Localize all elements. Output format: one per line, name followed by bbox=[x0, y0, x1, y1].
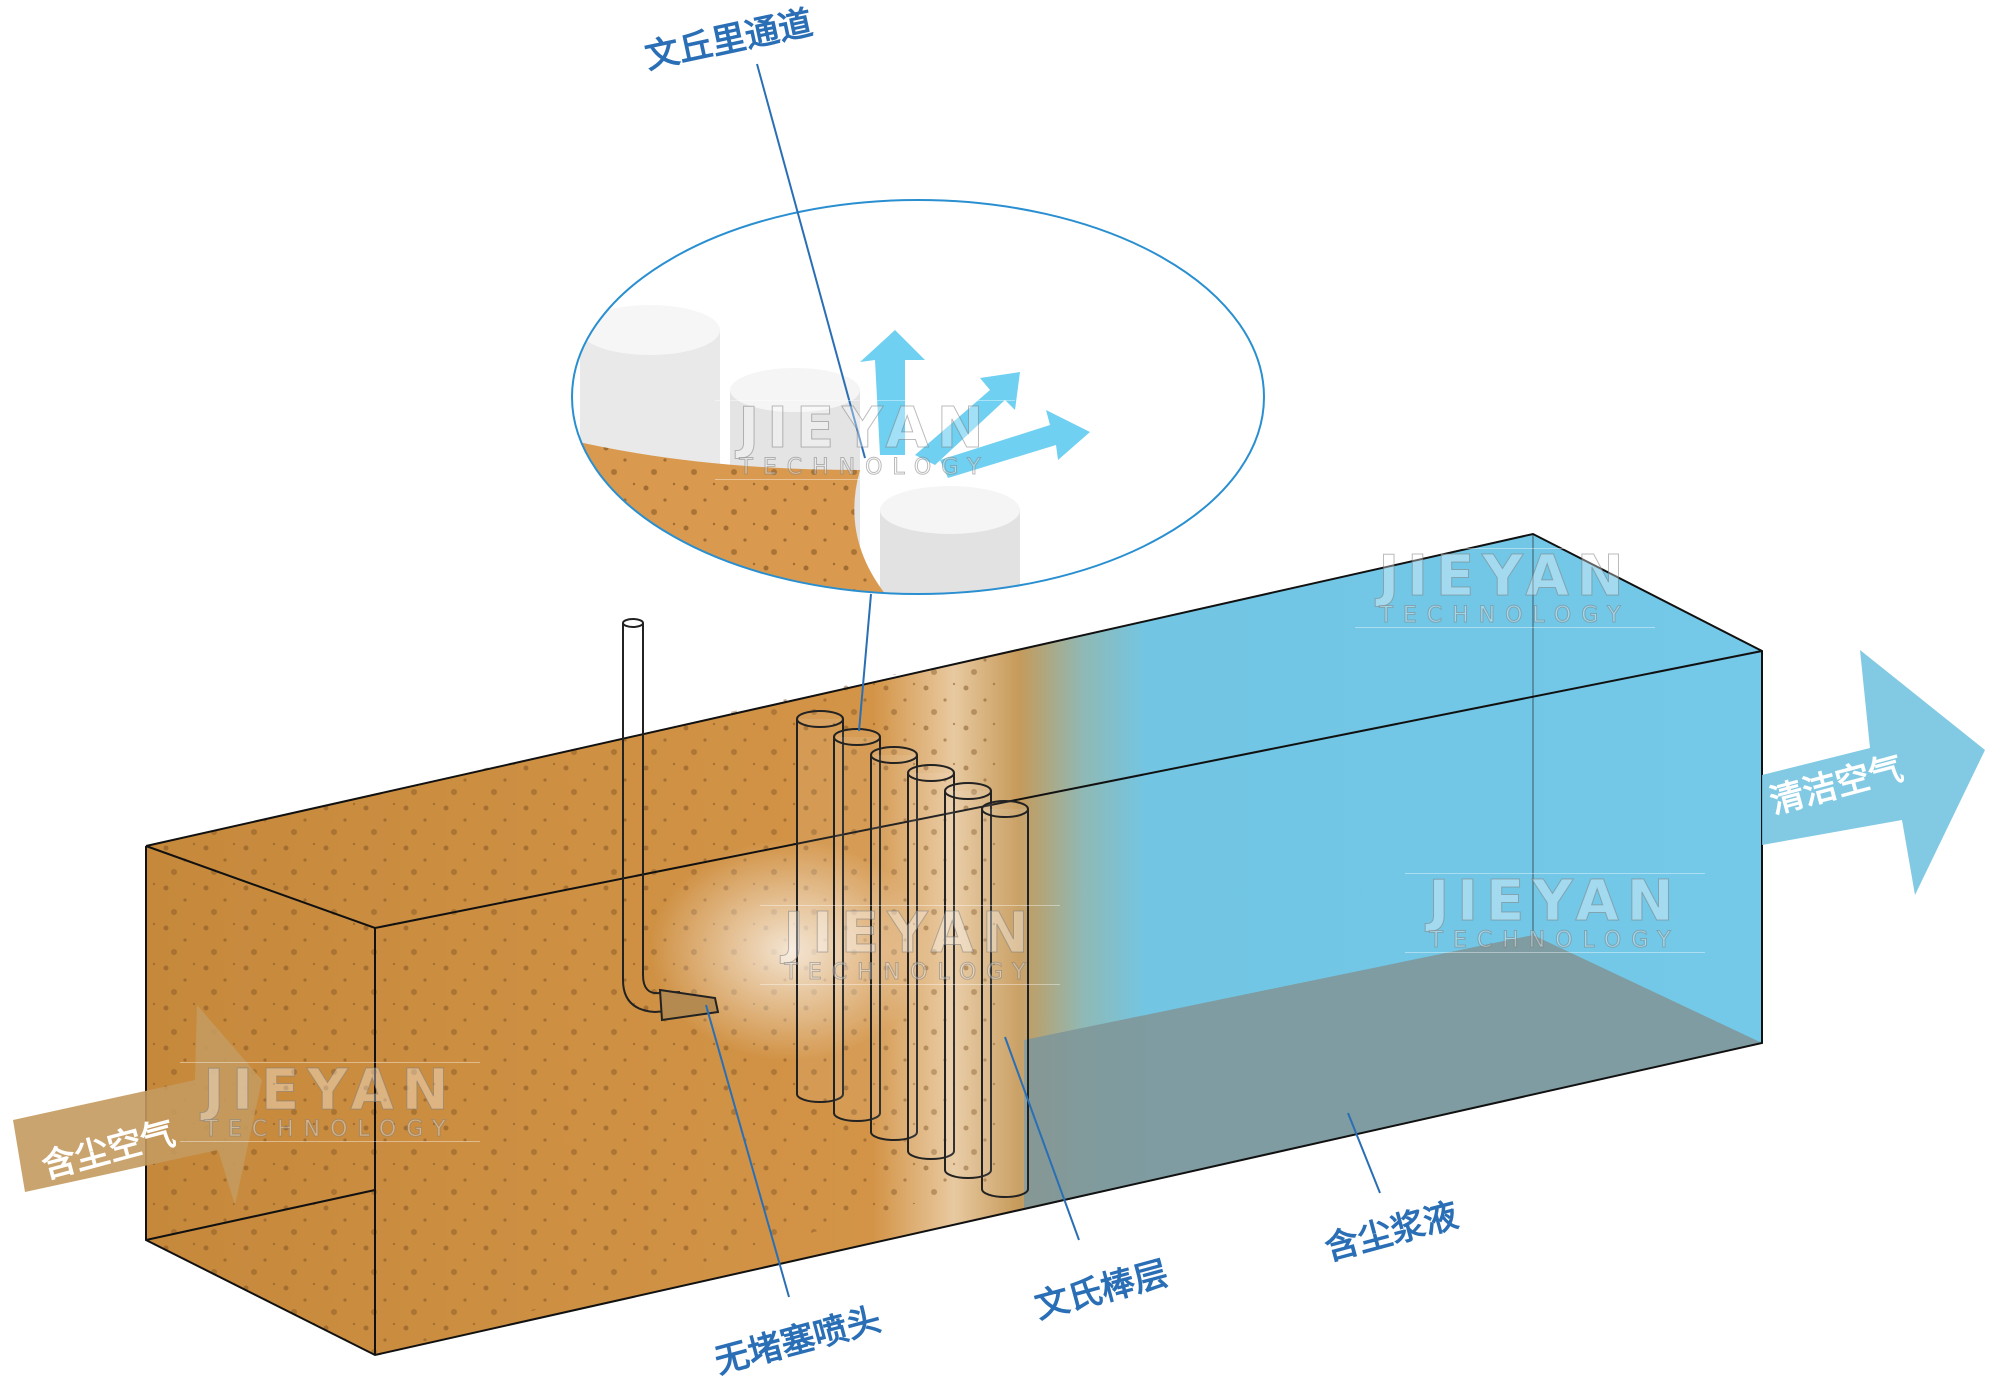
venturi-rod bbox=[833, 737, 881, 1122]
spray-cone bbox=[650, 840, 930, 1060]
sludge-floor bbox=[1024, 935, 1762, 1210]
venturi-rod-top bbox=[944, 782, 992, 800]
venturi-rod-top bbox=[796, 710, 844, 728]
venturi-rod bbox=[981, 809, 1029, 1198]
venturi-rod bbox=[944, 791, 992, 1179]
venturi-rod-top bbox=[907, 764, 955, 782]
leader-lines bbox=[705, 63, 1381, 1298]
venturi-rod-top bbox=[870, 746, 918, 764]
airflow-arrows-icon bbox=[860, 330, 1090, 478]
clean-air-arrow bbox=[1762, 650, 1985, 895]
venturi-rod bbox=[907, 773, 955, 1160]
venturi-rod-top bbox=[833, 728, 881, 746]
nozzle-icon bbox=[658, 988, 720, 1022]
dusty-air-arrow bbox=[13, 1005, 262, 1205]
venturi-rod bbox=[796, 719, 844, 1103]
dust-particles bbox=[146, 650, 1000, 1355]
venturi-rod-top bbox=[981, 800, 1029, 818]
venturi-rods bbox=[796, 710, 1029, 1198]
venturi-rod bbox=[870, 755, 918, 1141]
nozzle-pipe bbox=[622, 618, 720, 1022]
